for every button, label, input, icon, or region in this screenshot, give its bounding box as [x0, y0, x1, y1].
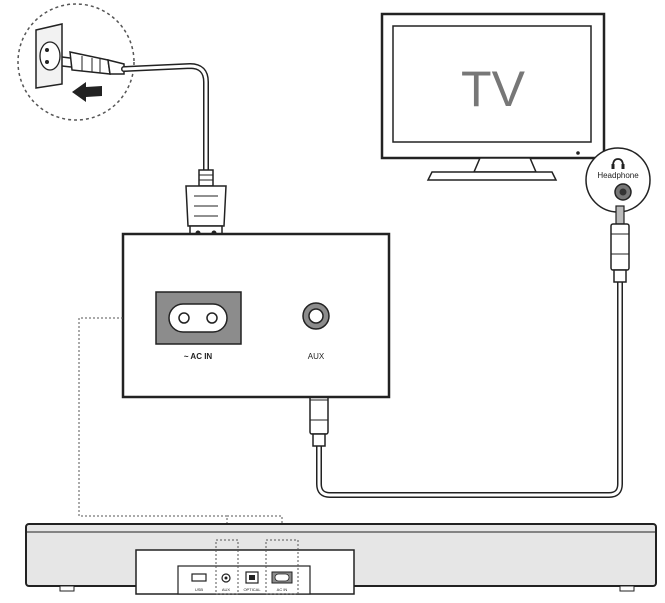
soundbar-port-label-usb: USB: [195, 587, 204, 592]
soundbar-port-label-ac-in: AC IN: [277, 587, 288, 592]
soundbar: USB AUX OPTICAL AC IN: [25, 523, 657, 595]
headphone-port-callout: Headphone: [585, 147, 651, 213]
push-arrow-icon: [72, 82, 102, 102]
rear-panel-detail: ~ AC IN AUX: [121, 232, 391, 399]
tv-illustration: TV: [380, 12, 606, 181]
aux-label: AUX: [308, 352, 325, 361]
wall-socket-callout: [17, 3, 135, 121]
tv-label: TV: [461, 61, 526, 117]
ac-in-port: [155, 291, 242, 345]
ac-in-label: ~ AC IN: [184, 352, 213, 361]
aux-port: [302, 302, 330, 330]
headphone-label: Headphone: [597, 171, 639, 180]
soundbar-port-label-aux: AUX: [222, 587, 231, 592]
power-cable: [121, 63, 227, 241]
headphone-icon: [612, 158, 624, 167]
soundbar-port-label-optical: OPTICAL: [243, 587, 261, 592]
